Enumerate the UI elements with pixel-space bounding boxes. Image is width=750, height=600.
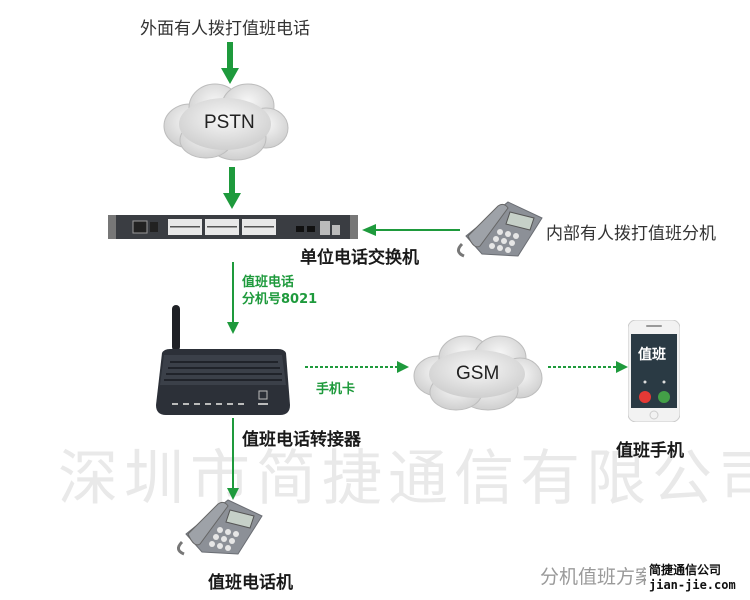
sim-card-label: 手机卡: [316, 382, 356, 397]
arrow-pbx-to-forwarder: [227, 262, 239, 334]
desk-phone-icon: [457, 201, 543, 258]
extension-line1: 值班电话: [242, 275, 295, 290]
logo-cn-text: 简捷通信公司: [649, 563, 722, 577]
external-caller-label: 外面有人拨打值班电话: [140, 19, 310, 39]
duty-mobile-label: 值班手机: [616, 441, 684, 461]
pbx-label: 单位电话交换机: [300, 248, 419, 268]
duty-phone-label: 值班电话机: [208, 573, 293, 593]
gsm-label: GSM: [456, 363, 500, 384]
scheme-caption: 分机值班方案: [540, 566, 655, 588]
internal-phone: [452, 196, 544, 262]
gsm-cloud: GSM: [410, 332, 544, 414]
arrow-pstn-to-pbx: [223, 167, 241, 209]
arrow-internal-to-pbx: [362, 224, 460, 236]
pstn-cloud: PSTN: [160, 78, 290, 162]
watermark-text: 深圳市简捷通信有限公司: [58, 444, 750, 514]
internal-caller-label: 内部有人拨打值班分机: [546, 224, 716, 244]
pstn-label: PSTN: [204, 112, 255, 133]
mobile-screen-text: 值班: [638, 347, 666, 363]
extension-line2: 分机号8021: [242, 292, 318, 307]
arrow-external-to-pstn: [221, 42, 239, 84]
extension-label: 值班电话 分机号8021: [242, 274, 317, 308]
logo-en-text: jian-jie.com: [649, 578, 736, 592]
switch-icon: [108, 215, 358, 239]
company-logo: 简捷通信公司 jian-jie.com: [646, 562, 739, 594]
arrow-gsm-to-mobile: [548, 361, 628, 373]
cloud-icon: [413, 335, 543, 411]
pbx-switch: [108, 213, 358, 241]
cloud-icon: [163, 83, 289, 161]
forwarder-label: 值班电话转接器: [242, 430, 361, 450]
duty-desk-phone: [172, 494, 264, 560]
gsm-gateway-icon: [156, 305, 290, 415]
arrow-forwarder-to-phone: [227, 418, 239, 500]
arrow-forwarder-to-gsm: [305, 361, 409, 373]
duty-mobile-phone: 值班: [627, 319, 681, 423]
smartphone-icon: [627, 319, 681, 423]
duty-forwarder-device: [152, 305, 292, 417]
desk-phone-icon: [177, 499, 263, 556]
